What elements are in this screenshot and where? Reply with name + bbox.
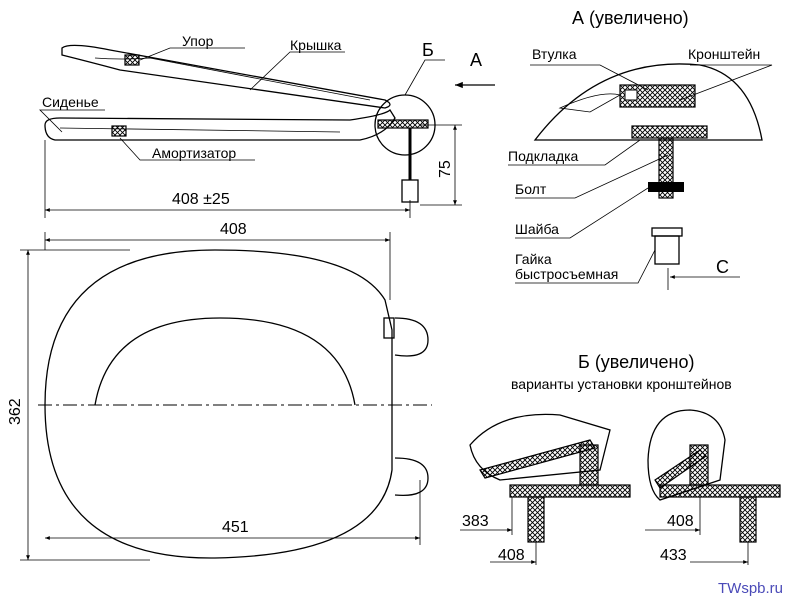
label-stop: Упор: [182, 33, 214, 49]
label-detail-b: Б: [422, 40, 434, 60]
lid-outline: [61, 44, 391, 109]
label-seat: Сиденье: [42, 94, 99, 110]
dim-v2-a: 408: [667, 513, 694, 530]
detail-b-subtitle: варианты установки кронштейнов: [511, 376, 732, 392]
seat-outline: [44, 108, 396, 141]
dim-length: 408 ±25: [172, 191, 230, 208]
dim-v1-a: 383: [462, 513, 489, 530]
detail-a: А (увеличено) Втулка Кронштейн Подкладка…: [508, 8, 773, 290]
side-view: Упор Крышка Сиденье Амортизатор Б А 408 …: [39, 33, 495, 218]
label-bushing: Втулка: [532, 46, 577, 62]
dim-v1-b: 408: [498, 547, 525, 564]
detail-b: Б (увеличено) варианты установки кронште…: [460, 352, 781, 565]
dim-v2-b: 433: [660, 547, 687, 564]
nut-part: [654, 235, 680, 265]
dim-depth: 362: [7, 398, 24, 425]
label-lid: Крышка: [290, 37, 342, 53]
seat-top-outline: [44, 249, 393, 559]
damper-part: [111, 125, 127, 137]
dim-width-top: 408: [220, 221, 247, 238]
label-washer: Шайба: [515, 221, 559, 237]
label-nut-2: быстросъемная: [515, 266, 618, 282]
label-bolt: Болт: [515, 181, 547, 197]
bracket-part: [619, 84, 696, 108]
label-detail-a: А: [470, 50, 482, 70]
dim-height: 75: [437, 160, 454, 178]
top-view: 408 362 451: [7, 221, 432, 561]
label-bracket: Кронштейн: [688, 46, 760, 62]
washer-part: [648, 182, 684, 192]
label-nut-1: Гайка: [515, 251, 552, 267]
detail-a-title: А (увеличено): [572, 8, 689, 28]
watermark: TWspb.ru: [718, 580, 784, 597]
detail-b-title: Б (увеличено): [578, 352, 694, 372]
label-pad: Подкладка: [508, 148, 579, 164]
pad-part: [631, 125, 708, 139]
label-c: С: [716, 257, 729, 277]
label-damper: Амортизатор: [152, 145, 236, 161]
stop-part: [124, 54, 140, 66]
dim-width-bottom: 451: [222, 519, 249, 536]
